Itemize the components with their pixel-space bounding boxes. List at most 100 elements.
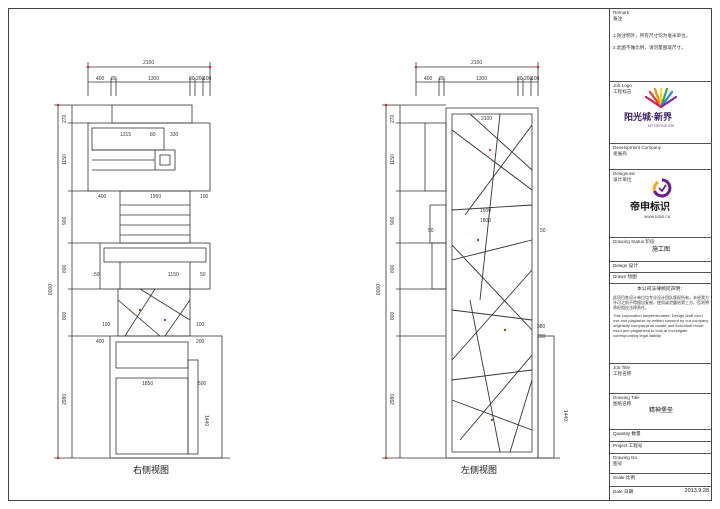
svg-text:50: 50 xyxy=(94,272,100,278)
svg-text:100: 100 xyxy=(196,322,205,328)
base-top-panel xyxy=(115,341,189,369)
designer-url: WWW.DSBS.CN xyxy=(644,215,671,219)
designer-name: 帝申标识 xyxy=(630,202,670,213)
svg-text:900: 900 xyxy=(62,216,68,225)
job-logo-sub: 工程标志 xyxy=(613,88,632,94)
upper-box xyxy=(87,122,211,192)
date-cell: Date 日期 2013.9.28 xyxy=(610,486,712,500)
svg-text:2100: 2100 xyxy=(471,60,482,66)
designer-sub: 设计单位 xyxy=(613,176,632,182)
job-title-cell: Job Title 工程名称 xyxy=(610,363,712,393)
svg-text:1300: 1300 xyxy=(476,76,487,82)
declaration-title: 本公司法律顾问声明： xyxy=(637,287,685,292)
left-middle-fin xyxy=(429,204,447,244)
quantity-cell: Quantity 数量 xyxy=(610,429,712,441)
svg-text:1150: 1150 xyxy=(62,154,68,165)
svg-text:100: 100 xyxy=(531,76,540,82)
project-sub: 工程号 xyxy=(628,443,643,448)
design-unit-cell: Designunit 设计单位 帝申标识 WWW.DSBS.CN xyxy=(610,169,712,237)
job-logo-cell: Job Logo 工程标志 阳光城·新界 MY DEFINITION xyxy=(610,81,712,143)
project-cell: Project 工程号 xyxy=(610,441,712,453)
svg-text:200: 200 xyxy=(537,334,546,340)
left-side-view xyxy=(382,62,560,459)
right-base-fin xyxy=(537,335,555,459)
svg-text:100: 100 xyxy=(102,322,111,328)
drawing-title-cell: Drawing Title 图纸名称 精神堡垒 xyxy=(610,393,712,429)
svg-text:400: 400 xyxy=(98,194,107,200)
legal-declaration-cell: 本公司法律顾问声明： 此项目各设计单位均专业设计团队版权所有。未经我方许可之前不… xyxy=(610,283,712,363)
svg-text:1150: 1150 xyxy=(168,272,179,278)
base-box xyxy=(109,335,223,459)
client-logo-text: 阳光城·新界 xyxy=(624,112,672,122)
dim-text: 2100 xyxy=(143,60,154,66)
development-company-cell: Development Company 发展商 xyxy=(610,143,712,169)
svg-text:1950: 1950 xyxy=(150,194,161,200)
svg-text:100: 100 xyxy=(203,76,212,82)
date-label: Date xyxy=(613,488,623,494)
scale-label: Scale xyxy=(613,475,625,480)
svg-text:80: 80 xyxy=(439,76,445,82)
declaration-en: This corporation lawyerdeclares: Design … xyxy=(613,312,709,339)
svg-text:2980: 2980 xyxy=(390,394,396,405)
lattice-box xyxy=(117,288,191,337)
remark-sub: 备注 xyxy=(613,15,623,21)
base-side-strip xyxy=(187,359,199,455)
svg-text:270: 270 xyxy=(390,114,396,123)
design-sub: 设计 xyxy=(628,263,638,268)
status-label: Drawing Status xyxy=(613,239,645,244)
svg-text:80: 80 xyxy=(189,76,195,82)
design-label: Design xyxy=(613,263,628,268)
svg-text:80: 80 xyxy=(517,76,523,82)
job-title-label: Job Title xyxy=(613,365,631,370)
drawing-no-sub: 图号 xyxy=(613,460,623,466)
date-sub: 日期 xyxy=(624,488,634,494)
left-lower-fin xyxy=(431,242,447,290)
svg-text:270: 270 xyxy=(62,114,68,123)
title-block: Remark 备注 1.除注明外，所有尺寸均为毫米单位。 2.此图不做比例，请勿… xyxy=(609,9,712,500)
drawing-number-cell: Drawing No. 图号 xyxy=(610,453,712,473)
scale-cell: Scale 比例 xyxy=(610,473,712,486)
svg-text:400: 400 xyxy=(424,76,433,82)
drawing-title-value: 精神堡垒 xyxy=(648,408,673,415)
status-sub: 阶段 xyxy=(645,239,655,244)
designer-label: Designunit xyxy=(613,171,635,176)
svg-text:1440: 1440 xyxy=(562,410,568,421)
svg-text:800: 800 xyxy=(62,264,68,273)
svg-text:900: 900 xyxy=(390,216,396,225)
square-opening xyxy=(154,149,176,171)
top-cap-block xyxy=(111,104,193,124)
lower-middle-band xyxy=(103,247,207,263)
svg-text:500: 500 xyxy=(198,381,207,387)
square-inner xyxy=(159,154,171,166)
svg-text:200: 200 xyxy=(524,76,533,82)
svg-text:2100: 2100 xyxy=(481,116,492,122)
svg-text:100: 100 xyxy=(200,194,209,200)
dimension-text: 2100 400 80 1300 80 200 100 2100 400 80 … xyxy=(48,60,568,426)
svg-text:1215: 1215 xyxy=(120,132,131,138)
job-logo-label: Job Logo xyxy=(613,83,632,88)
remark-cell: Remark 备注 1.除注明外，所有尺寸均为毫米单位。 2.此图不做比例，请勿… xyxy=(610,9,712,81)
quantity-sub: 数量 xyxy=(631,431,641,436)
svg-text:330: 330 xyxy=(170,132,179,138)
drawing-no-label: Drawing No. xyxy=(613,455,639,460)
svg-text:1850: 1850 xyxy=(142,381,153,387)
client-logo-sub: MY DEFINITION xyxy=(648,124,674,128)
svg-text:2980: 2980 xyxy=(62,394,68,405)
svg-text:200: 200 xyxy=(196,339,205,345)
drawing-status-cell: Drawing Status 阶段 施工图 xyxy=(610,237,712,261)
base-main-panel xyxy=(115,377,189,455)
drawn-sub: 绘图 xyxy=(627,274,637,279)
note-2: 2.此图不做比例，请勿量图取尺寸。 xyxy=(613,45,686,51)
project-label: Project xyxy=(613,443,628,448)
drawing-title-label: Drawing Title xyxy=(613,395,640,400)
svg-text:50: 50 xyxy=(200,272,206,278)
svg-text:50: 50 xyxy=(428,228,434,234)
dev-sub: 发展商 xyxy=(613,150,627,156)
svg-text:1500: 1500 xyxy=(480,208,491,214)
designer-logo-icon xyxy=(652,178,672,198)
drawn-label: Drawn xyxy=(613,274,627,279)
svg-text:80: 80 xyxy=(111,76,117,82)
dimension-markers xyxy=(56,65,540,460)
